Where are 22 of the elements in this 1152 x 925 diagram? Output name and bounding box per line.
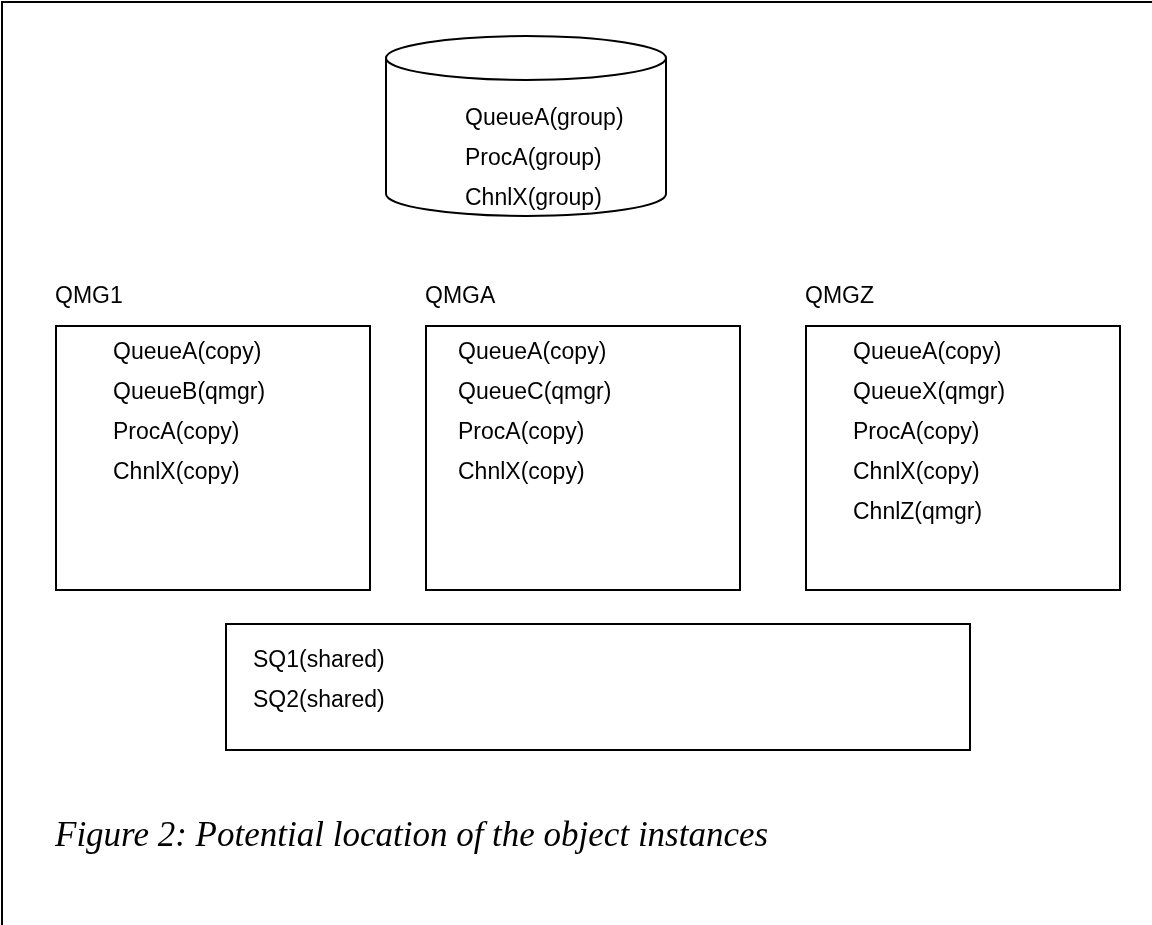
group-heading: QMGA [425,281,496,309]
object-label: ProcA(copy) [853,417,980,445]
object-label: SQ1(shared) [253,645,385,673]
object-label: ChnlX(copy) [853,457,980,485]
object-label: ChnlX(copy) [113,457,240,485]
object-label: ProcA(copy) [458,417,585,445]
object-label: ChnlZ(qmgr) [853,497,983,525]
object-label: ChnlX(copy) [458,457,585,485]
object-label: QueueA(group) [465,103,624,131]
object-label: QueueA(copy) [458,337,607,365]
object-label: QueueX(qmgr) [853,377,1006,405]
object-label: ProcA(copy) [113,417,240,445]
group-heading: QMGZ [805,281,874,309]
object-label: ChnlX(group) [465,183,602,211]
object-label: QueueB(qmgr) [113,377,266,405]
object-label: QueueA(copy) [853,337,1002,365]
object-label: QueueA(copy) [113,337,262,365]
object-label: SQ2(shared) [253,685,385,713]
figure-caption: Figure 2: Potential location of the object instances [55,815,769,855]
group-heading: QMG1 [55,281,123,309]
object-label: ProcA(group) [465,143,602,171]
object-label: QueueC(qmgr) [458,377,612,405]
